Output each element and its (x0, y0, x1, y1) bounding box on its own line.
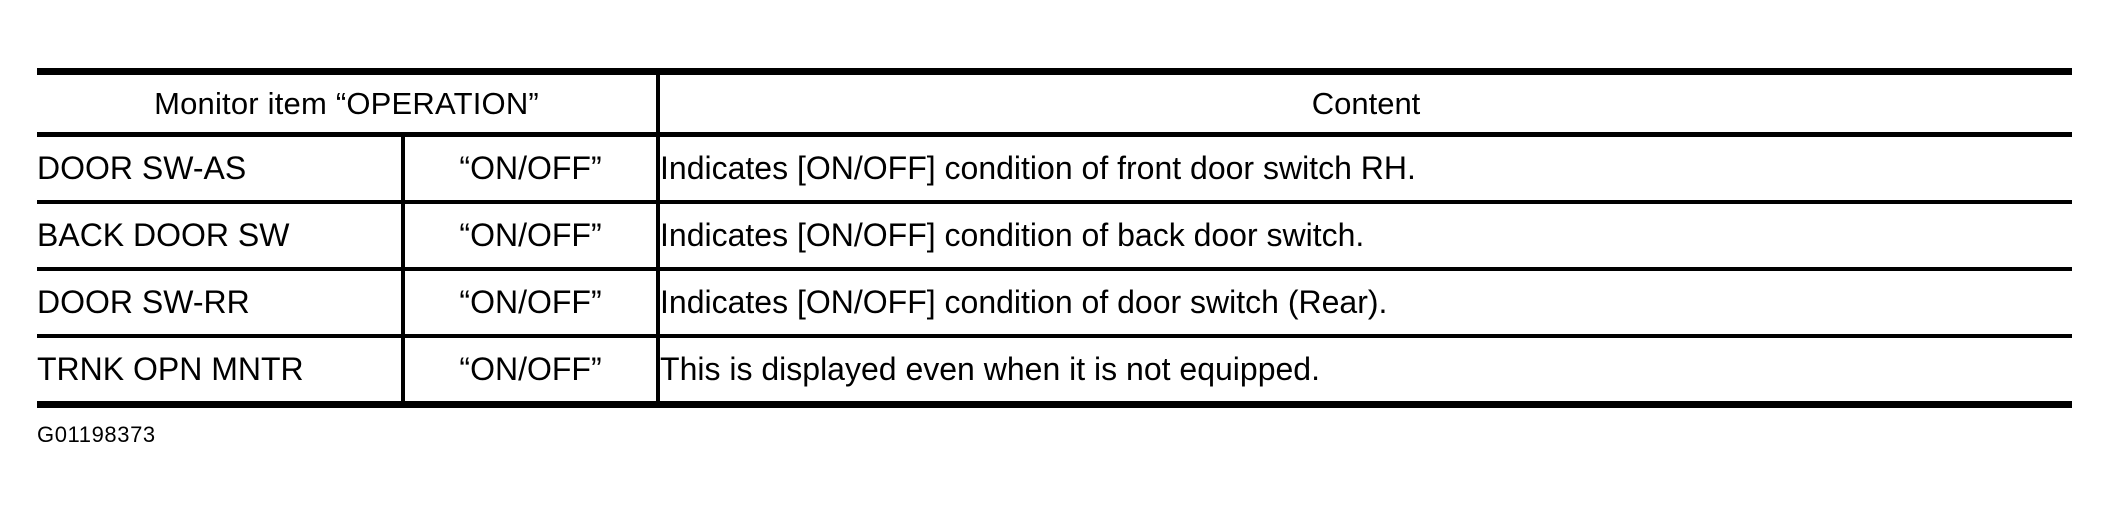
table-row: DOOR SW-AS “ON/OFF” Indicates [ON/OFF] c… (37, 134, 2073, 204)
cell-content-description: Indicates [ON/OFF] condition of front do… (658, 134, 2073, 204)
monitor-item-table-container: Monitor item “OPERATION” Content DOOR SW… (37, 68, 2073, 408)
table-header: Monitor item “OPERATION” Content (37, 68, 2073, 137)
cell-operation-value: “ON/OFF” (403, 269, 661, 338)
table-body: DOOR SW-AS “ON/OFF” Indicates [ON/OFF] c… (37, 134, 2073, 408)
figure-code-caption: G01198373 (37, 422, 156, 447)
cell-operation-value: “ON/OFF” (403, 336, 661, 408)
table-row: DOOR SW-RR “ON/OFF” Indicates [ON/OFF] c… (37, 269, 2073, 338)
cell-content-description: Indicates [ON/OFF] condition of door swi… (658, 269, 2073, 338)
cell-content-description: This is displayed even when it is not eq… (658, 336, 2073, 408)
column-header-monitor-item: Monitor item “OPERATION” (37, 68, 661, 137)
cell-monitor-item: DOOR SW-AS (37, 134, 405, 204)
monitor-item-table: Monitor item “OPERATION” Content DOOR SW… (37, 68, 2073, 408)
cell-monitor-item: DOOR SW-RR (37, 269, 405, 338)
column-header-content: Content (658, 68, 2073, 137)
table-row: BACK DOOR SW “ON/OFF” Indicates [ON/OFF]… (37, 202, 2073, 271)
cell-operation-value: “ON/OFF” (403, 134, 661, 204)
cell-operation-value: “ON/OFF” (403, 202, 661, 271)
cell-monitor-item: TRNK OPN MNTR (37, 336, 405, 408)
cell-content-description: Indicates [ON/OFF] condition of back doo… (658, 202, 2073, 271)
table-row: TRNK OPN MNTR “ON/OFF” This is displayed… (37, 336, 2073, 408)
table-header-row: Monitor item “OPERATION” Content (37, 68, 2073, 137)
cell-monitor-item: BACK DOOR SW (37, 202, 405, 271)
